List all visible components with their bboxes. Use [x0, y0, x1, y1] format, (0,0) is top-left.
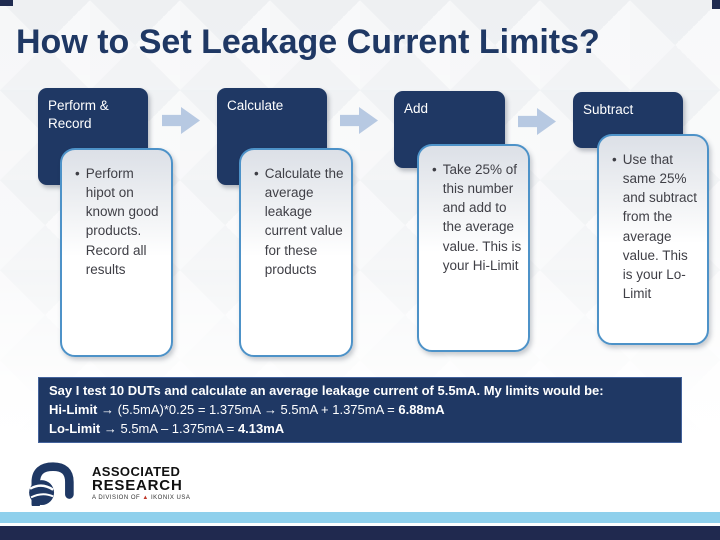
- hi-limit-equation: → (5.5mA)*0.25 = 1.375mA → 5.5mA + 1.375…: [97, 402, 399, 417]
- logo-associated-research: ASSOCIATED RESEARCH A DIVISION OF ▲ IKON…: [24, 460, 190, 506]
- example-callout: Say I test 10 DUTs and calculate an aver…: [38, 377, 682, 443]
- example-lo-limit-line: Lo-Limit → 5.5mA – 1.375mA = 4.13mA: [49, 419, 671, 438]
- hi-limit-result: 6.88mA: [398, 402, 445, 417]
- step-content-calculate: • Calculate the average leakage current …: [239, 148, 353, 357]
- bullet-glyph: •: [612, 152, 617, 167]
- logo-name-line1: ASSOCIATED: [92, 463, 181, 479]
- bullet-glyph: •: [75, 166, 80, 181]
- step-content-add: • Take 25% of this number and add to the…: [417, 144, 530, 352]
- logo-tagline: A DIVISION OF ▲ IKONIX USA: [92, 495, 190, 501]
- hi-limit-label: Hi-Limit: [49, 402, 98, 417]
- lo-limit-equation: → 5.5mA – 1.375mA =: [100, 421, 238, 436]
- example-intro-line: Say I test 10 DUTs and calculate an aver…: [49, 383, 604, 398]
- right-arrow-icon: [518, 108, 556, 135]
- step-bullet-text: Perform hipot on known good products. Re…: [85, 166, 159, 277]
- corner-accent-top-right-icon: [712, 0, 720, 9]
- step-content-subtract: • Use that same 25% and subtract from th…: [597, 134, 709, 345]
- ar-globe-logo-icon: [29, 462, 74, 506]
- step-bullet-text: Calculate the average leakage current va…: [264, 166, 344, 277]
- logo-tagline-prefix: A DIVISION OF: [92, 495, 141, 502]
- footer-bar-navy: [0, 526, 720, 540]
- step-header-label: Add: [404, 101, 429, 116]
- lo-limit-label: Lo-Limit: [49, 421, 101, 436]
- warning-triangle-icon: ▲: [142, 495, 149, 502]
- footer-bar-light-blue: [0, 512, 720, 523]
- lo-limit-result: 4.13mA: [237, 421, 285, 436]
- step-content-perform-record: • Perform hipot on known good products. …: [60, 148, 173, 357]
- slide-title: How to Set Leakage Current Limits?: [16, 23, 600, 61]
- step-header-label: Perform & Record: [48, 98, 109, 131]
- right-arrow-icon: [340, 107, 378, 134]
- step-bullet-text: Take 25% of this number and add to the a…: [442, 162, 522, 273]
- step-bullet-text: Use that same 25% and subtract from the …: [622, 152, 698, 302]
- logo-name-line2: RESEARCH: [92, 476, 183, 494]
- logo-tagline-suffix: IKONIX USA: [150, 495, 191, 502]
- logo-wordmark: ASSOCIATED RESEARCH A DIVISION OF ▲ IKON…: [92, 465, 190, 502]
- step-header-label: Subtract: [583, 102, 634, 117]
- bullet-glyph: •: [432, 162, 437, 177]
- bullet-glyph: •: [254, 166, 259, 181]
- step-header-label: Calculate: [227, 98, 284, 113]
- right-arrow-icon: [162, 107, 200, 134]
- corner-accent-top-left-icon: [0, 0, 13, 6]
- example-hi-limit-line: Hi-Limit → (5.5mA)*0.25 = 1.375mA → 5.5m…: [49, 400, 671, 419]
